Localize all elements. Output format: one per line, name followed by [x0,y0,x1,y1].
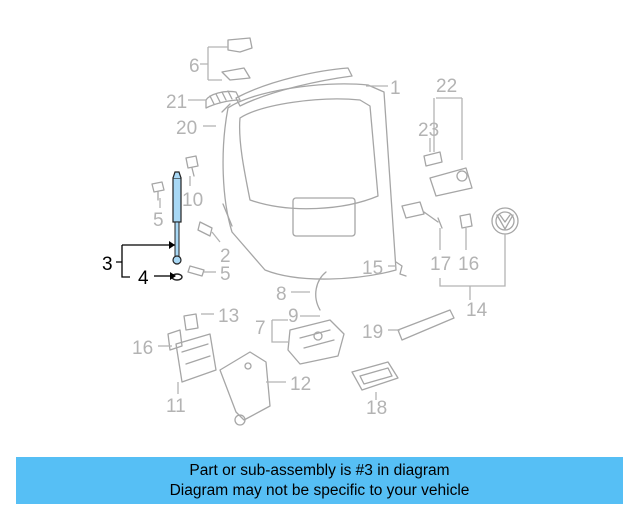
callout-14[interactable]: 14 [466,300,488,321]
bracket-part[interactable] [219,351,271,426]
callout-15[interactable]: 15 [362,258,383,279]
actuator-part[interactable] [167,313,217,383]
callout-10[interactable]: 10 [182,190,203,211]
callout-6[interactable]: 6 [189,56,200,77]
callout-21[interactable]: 21 [166,92,187,113]
callout-9[interactable]: 9 [288,306,299,327]
callout-18[interactable]: 18 [366,398,387,419]
callout-7[interactable]: 7 [255,318,266,339]
leader-lines [116,46,506,400]
parts-diagram: 1 2 3 4 5 5 6 7 8 9 10 11 12 13 14 15 16… [102,37,519,426]
callout-8[interactable]: 8 [276,284,287,305]
door-handle-part[interactable] [351,361,399,391]
weatherstrip-part[interactable] [205,90,241,109]
callout-3[interactable]: 3 [102,254,113,275]
callout-17[interactable]: 17 [430,254,451,275]
cable-part[interactable] [395,261,407,277]
gas-strut-part[interactable] [172,171,182,265]
handle-switch-part[interactable] [423,151,473,197]
callout-20[interactable]: 20 [176,118,197,139]
info-banner: Part or sub-assembly is #3 in diagram Di… [16,457,623,504]
trim-strip-part[interactable] [397,309,455,341]
callout-12[interactable]: 12 [290,374,311,395]
emblem-part[interactable] [491,207,519,235]
callout-1[interactable]: 1 [390,78,401,99]
camera-part[interactable] [401,201,473,229]
banner-line-2: Diagram may not be specific to your vehi… [169,482,470,499]
callout-5-upper[interactable]: 5 [153,210,164,231]
callout-4[interactable]: 4 [138,268,149,289]
callout-11[interactable]: 11 [166,396,186,417]
hinge-part[interactable] [221,37,253,81]
callout-2[interactable]: 2 [220,246,231,267]
callout-16-left[interactable]: 16 [132,338,153,359]
callout-23[interactable]: 23 [418,120,439,141]
latch-part[interactable] [287,319,345,365]
banner-line-1: Part or sub-assembly is #3 in diagram [189,462,450,479]
callout-22[interactable]: 22 [436,76,457,97]
callout-19[interactable]: 19 [362,322,383,343]
rod-part[interactable] [315,271,327,311]
callout-5-lower[interactable]: 5 [220,264,231,285]
callout-labels: 1 2 3 4 5 5 6 7 8 9 10 11 12 13 14 15 16… [102,56,488,419]
liftgate-part[interactable] [221,83,397,280]
callout-13[interactable]: 13 [218,306,239,327]
spoiler-part[interactable] [235,67,353,107]
ball-stud-part[interactable] [151,155,213,277]
callout-16-right[interactable]: 16 [458,254,479,275]
